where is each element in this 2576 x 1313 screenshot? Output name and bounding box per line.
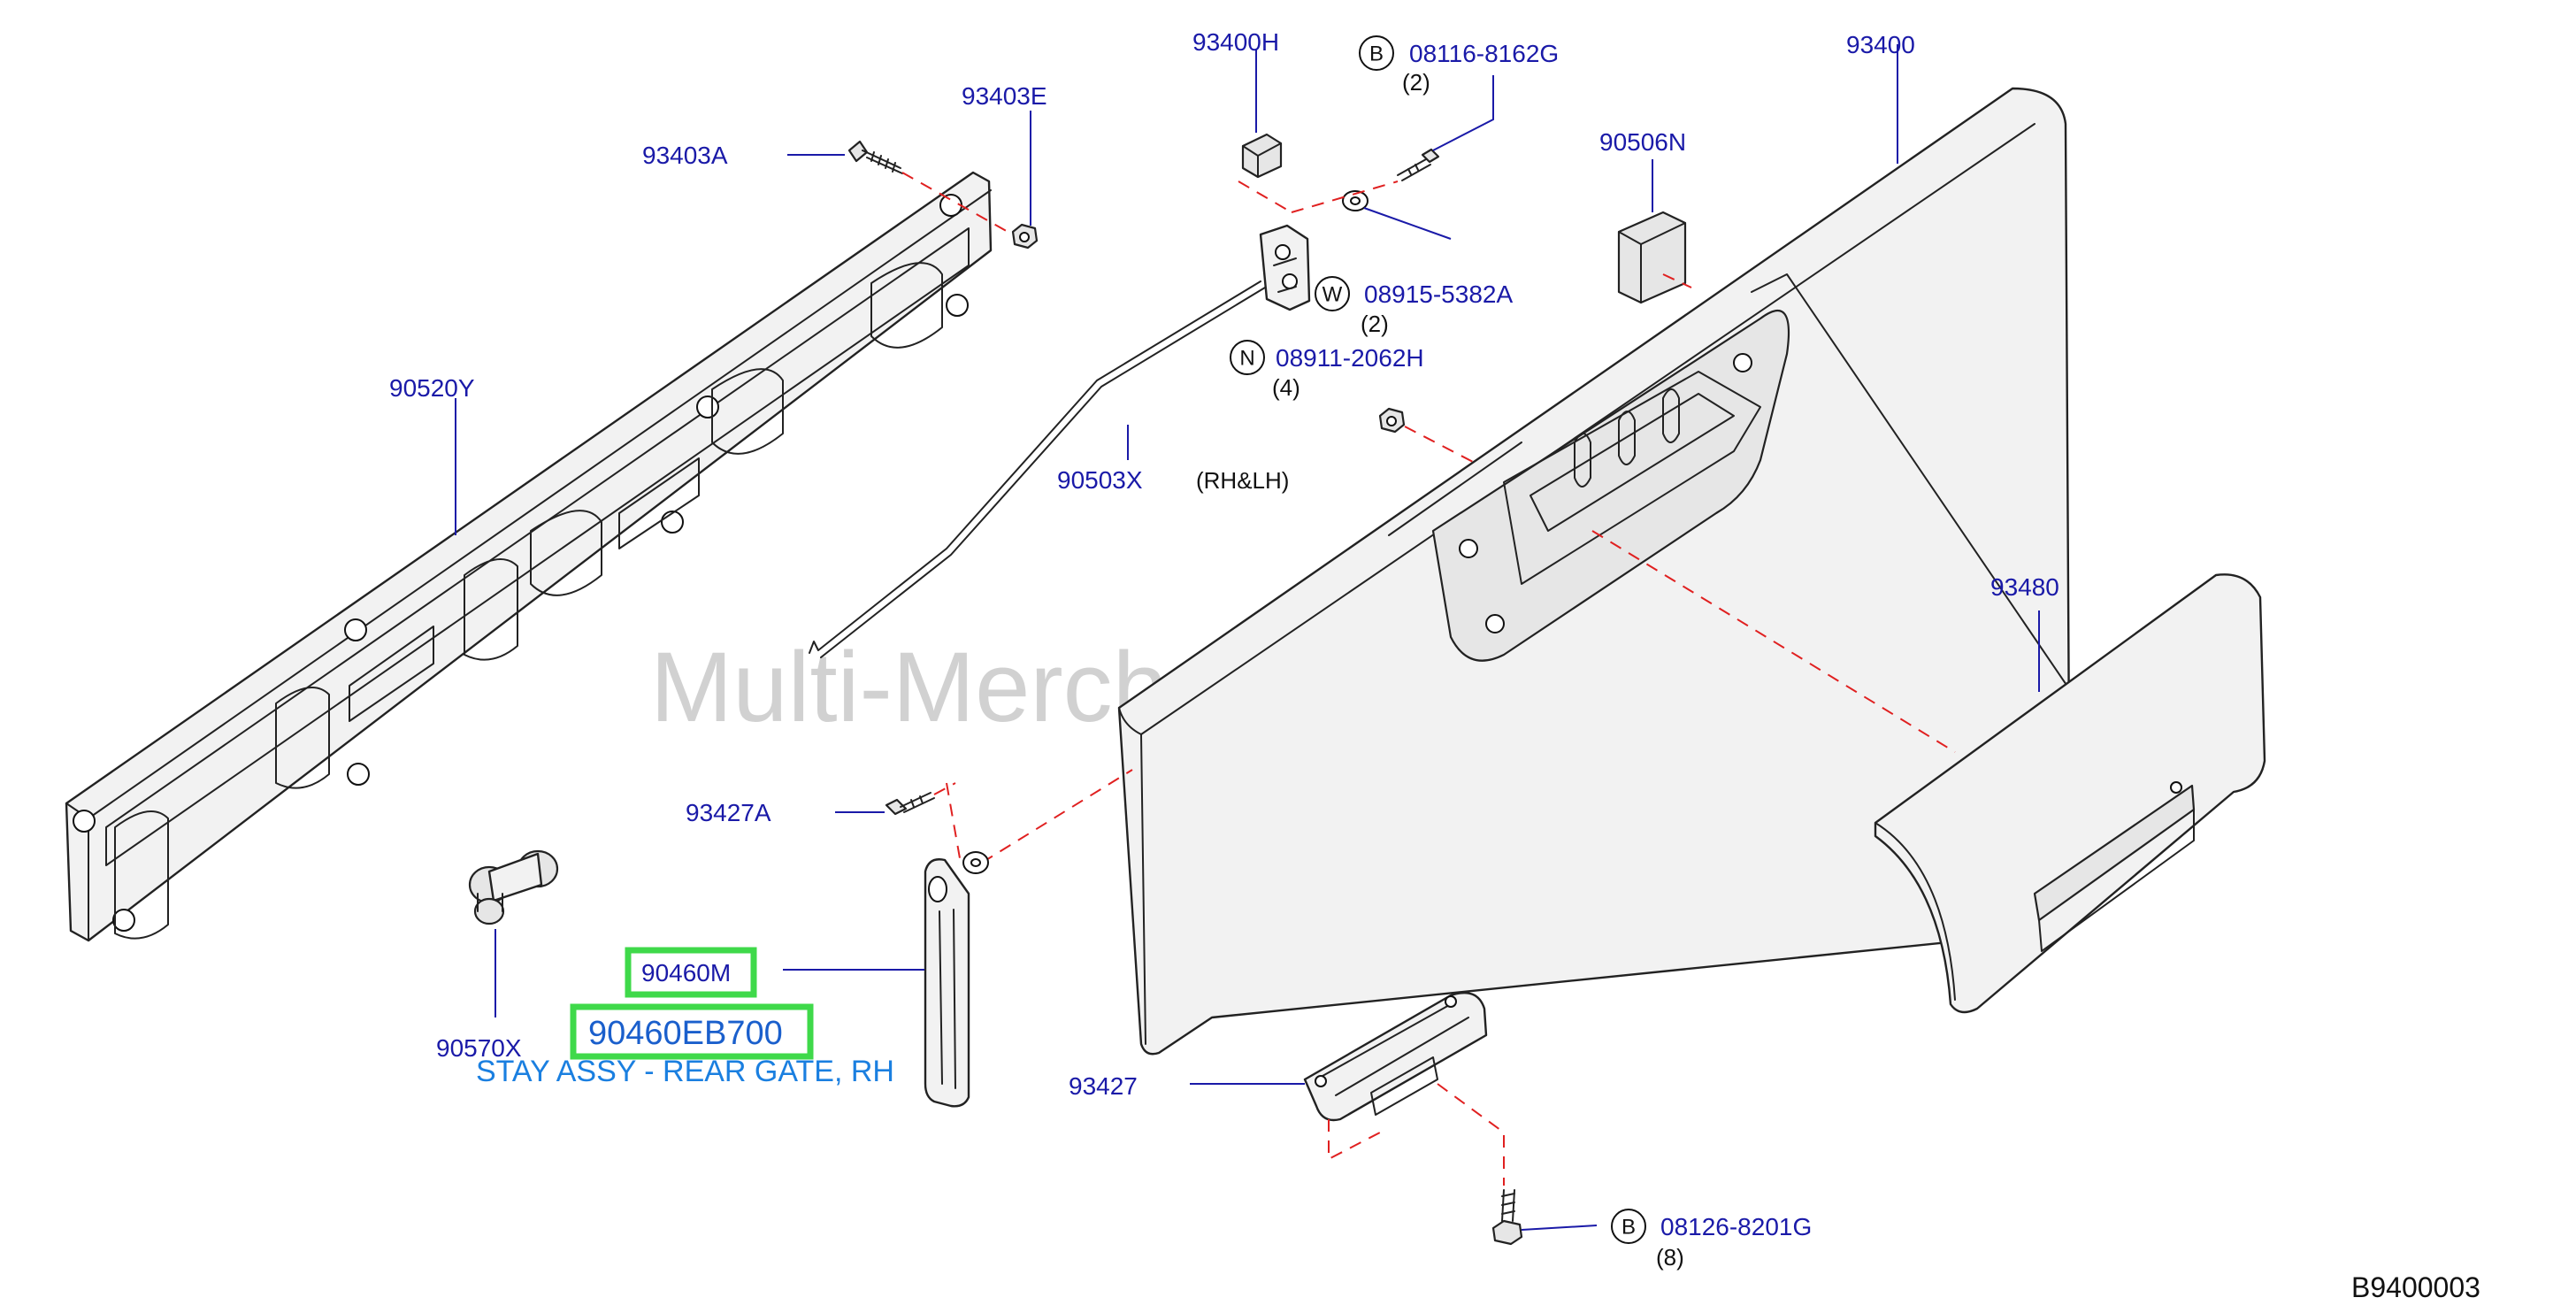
bolt-08126-8201g[interactable] (1491, 1189, 1523, 1246)
finisher-93480[interactable] (1874, 573, 2266, 1014)
guide-stay-tailgate (981, 769, 1133, 864)
callout-90506n[interactable]: 90506N (1599, 128, 1686, 156)
callout-93400h[interactable]: 93400H (1192, 28, 1279, 56)
callout-08116-8162g[interactable]: 08116-8162G (1409, 40, 1559, 67)
prefix-letter-08911: N (1239, 347, 1254, 371)
highlight-part-number[interactable]: 90460EB700 (588, 1015, 783, 1052)
inner-panel-90520y[interactable] (65, 171, 993, 942)
latch-mechanism[interactable] (1259, 224, 1311, 311)
leader-lines (455, 44, 2040, 1231)
rod-90503x-parallel (820, 287, 1266, 658)
callout-93403e[interactable]: 93403E (962, 82, 1047, 110)
clip-93400h[interactable] (1241, 133, 1283, 179)
guide-hinge-2 (1437, 1083, 1505, 1186)
nut-93403e[interactable] (1011, 223, 1039, 250)
callout-93427[interactable]: 93427 (1069, 1072, 1138, 1100)
pad-90506n[interactable] (1617, 211, 1687, 304)
guide-93403a (901, 172, 1018, 238)
hinge-93427[interactable] (1303, 991, 1488, 1122)
guide-93480 (1591, 530, 1956, 753)
bolt-93427a[interactable] (885, 792, 935, 816)
callout-90460m[interactable]: 90460M (641, 959, 731, 987)
callout-90520y[interactable]: 90520Y (389, 374, 475, 402)
guide-latch-1 (1238, 180, 1292, 213)
prefix-circle-08911 (1230, 340, 1265, 375)
callout-93480[interactable]: 93480 (1990, 573, 2059, 601)
qty-08126-8201g: (8) (1656, 1244, 1684, 1271)
callout-93403a[interactable]: 93403A (642, 142, 728, 169)
rod-90503x[interactable] (809, 280, 1261, 654)
prefix-letter-08116: B (1369, 42, 1384, 66)
prefix-circle-08116 (1359, 35, 1394, 71)
guide-08911 (1404, 426, 1496, 474)
prefix-letter-08126: B (1622, 1216, 1636, 1240)
qty-08911-2062h: (4) (1272, 374, 1300, 401)
guide-hinge-1 (1328, 1119, 1381, 1161)
highlight-description: STAY ASSY - REAR GATE, RH (476, 1055, 894, 1088)
guide-latch-2 (1291, 180, 1399, 213)
prefix-letter-08915: W (1322, 283, 1343, 307)
qty-08116-8162g: (2) (1402, 69, 1430, 96)
callout-93400[interactable]: 93400 (1846, 31, 1915, 58)
highlight-box-90460m (625, 947, 757, 998)
qty-08915-5382a: (2) (1361, 311, 1389, 337)
note-90503x: (RH&LH) (1196, 467, 1289, 494)
diagram-code: B9400003 (2351, 1271, 2480, 1303)
washer-08915-5382a[interactable] (1342, 190, 1368, 211)
callout-08915-5382a[interactable]: 08915-5382A (1364, 280, 1513, 308)
bolt-93403a[interactable] (847, 140, 903, 174)
callout-08126-8201g[interactable]: 08126-8201G (1660, 1213, 1812, 1240)
prefix-circle-08126 (1611, 1209, 1646, 1244)
callout-93427a[interactable]: 93427A (686, 799, 771, 826)
bolt-08116-8162g[interactable] (1397, 148, 1440, 181)
stay-90460m[interactable] (924, 851, 989, 1108)
callout-90570x[interactable]: 90570X (436, 1034, 522, 1062)
highlight-box-90460eb700 (570, 1003, 814, 1060)
callout-90503x[interactable]: 90503X (1057, 466, 1143, 494)
pin-90570x[interactable] (468, 849, 559, 925)
callout-08911-2062h[interactable]: 08911-2062H (1276, 344, 1424, 372)
guide-93427a (933, 782, 961, 859)
prefix-circle-08915 (1315, 276, 1350, 311)
nut-08911-2062h[interactable] (1378, 407, 1406, 434)
guide-90506n (1662, 273, 1692, 288)
